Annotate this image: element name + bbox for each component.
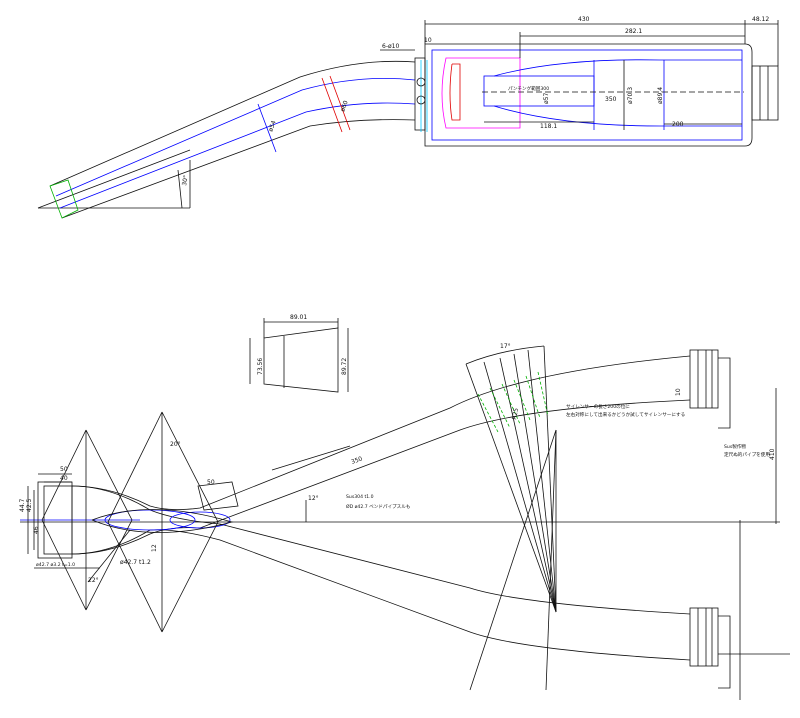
label-430: 430 [578,16,590,23]
fan-line-8 [469,429,557,691]
top-view-labels: 430 48.12 282.1 6-ø10 10 パンチング範囲300 ø57 … [181,16,769,186]
diamond-line-1 [107,411,163,523]
fan-line-9 [545,429,557,691]
label-350: 350 [605,96,617,103]
bottom-view [20,345,790,700]
label-note4: 定尺ぬ的パイプを使用 [724,451,770,458]
diamond-line-3 [41,429,87,521]
silencer-body [424,43,753,147]
top-pipe-outer-lower [61,119,416,219]
label-b50b: 50 [207,479,215,486]
label-pipe-note: ØD ø42.7 ベンドパイプスルも [346,503,410,510]
label-d89: ø89.4 [657,87,664,104]
label-pipe-spec: Sus304 t1.0 [346,494,374,500]
top-section-red2 [329,75,351,131]
label-pipe-d: ø54 [267,119,278,132]
label-282: 282.1 [625,28,642,35]
bottom-view-labels: 50 40 44.7 42.5 46 20° 22° 50 350 12° 17… [19,343,776,584]
label-118: 118.1 [540,123,557,130]
diamond-line-5 [87,529,131,583]
label-d70: ø70.3 [627,87,634,104]
upper-outlet [689,349,719,409]
green-seg-3 [501,383,521,425]
label-note1: サイレンサーの長さ200の位に [566,403,630,410]
label-b447: 44.7 [19,498,26,512]
detail-width: 89.01 [290,314,307,321]
magenta-baffle [441,57,521,129]
label-note2: 左右対称にして出来るかどうか試してサイレンサーにする [566,411,685,418]
label-b46: 46 [33,526,40,534]
top-section-blue [257,103,277,153]
label-a12: 12° [308,495,319,502]
upper-branch-box [197,481,239,511]
fan-arc [465,345,545,365]
label-b40: 40 [60,475,68,482]
top-view [37,20,779,219]
label-b425: 42.5 [26,498,33,512]
green-seg-4 [513,379,531,421]
upper-branch-outer [71,355,691,510]
label-pipe-d2: ø60 [339,99,350,112]
label-d410: 410 [769,448,776,460]
diamond-line-2 [107,521,163,633]
label-flange: 10 [424,37,432,44]
label-note3: Sus製作物 [724,443,746,450]
label-bolt: 6-ø10 [382,43,399,50]
detail-view [249,318,349,393]
label-angle: 30° [181,175,190,187]
green-seg-6 [537,371,549,417]
detail-h-left: 73.56 [257,358,264,375]
lower-outlet [689,607,719,667]
diamond-right [161,411,219,633]
top-pipe-inner-lower [59,102,416,209]
lower-outlet-cap [718,615,731,689]
fan-line-6 [527,349,557,613]
diamond-line-4 [41,519,87,611]
green-seg-1 [477,393,499,433]
fan-line-2 [543,345,557,613]
top-pipe-inner-upper [55,77,416,197]
top-angle-tick [177,169,183,209]
label-a17: 17° [500,343,511,350]
label-d57: ø57 [543,93,550,104]
fan-line-3 [483,361,557,613]
upper-outlet-cap [718,357,731,429]
top-pipe-outer-upper [49,60,416,187]
tail-pipe [751,65,779,121]
merge-ellipse-2 [169,511,231,529]
fan-line-1 [465,363,557,613]
silencer-inner-blue [431,49,743,141]
fan-line-5 [513,353,557,613]
label-tail: 48.12 [752,16,769,23]
label-b350: 350 [350,455,363,466]
label-a20: 20° [170,441,181,448]
top-inlet-flange [49,179,79,219]
dim-350-line [271,445,351,471]
detail-outline [263,327,339,393]
label-d10: 10 [675,388,682,396]
label-d427: ø42.7 t1.2 [120,559,151,566]
diamond-left [85,429,133,611]
top-angle-ref [37,149,191,209]
label-b50: 50 [60,466,68,473]
label-r125: R25 [511,407,520,420]
detail-h-right: 89.72 [341,358,348,375]
label-punch: パンチング範囲300 [508,85,549,92]
detail-labels: 89.01 73.56 89.72 [257,314,348,375]
merge-ellipse [104,509,196,531]
cone-upper [493,59,742,77]
top-section-red [321,77,343,133]
green-seg-5 [525,375,541,419]
label-d12: 12 [151,544,158,552]
label-a22: 22° [88,577,99,584]
inlet-stub-inner [43,485,73,555]
label-small-pipe: ø42.7 ø3.2 t=1.0 [36,562,75,568]
green-seg-2 [489,387,511,429]
label-200: 200 [672,121,684,128]
lower-branch-outer [71,485,691,615]
red-baffle [449,63,461,121]
